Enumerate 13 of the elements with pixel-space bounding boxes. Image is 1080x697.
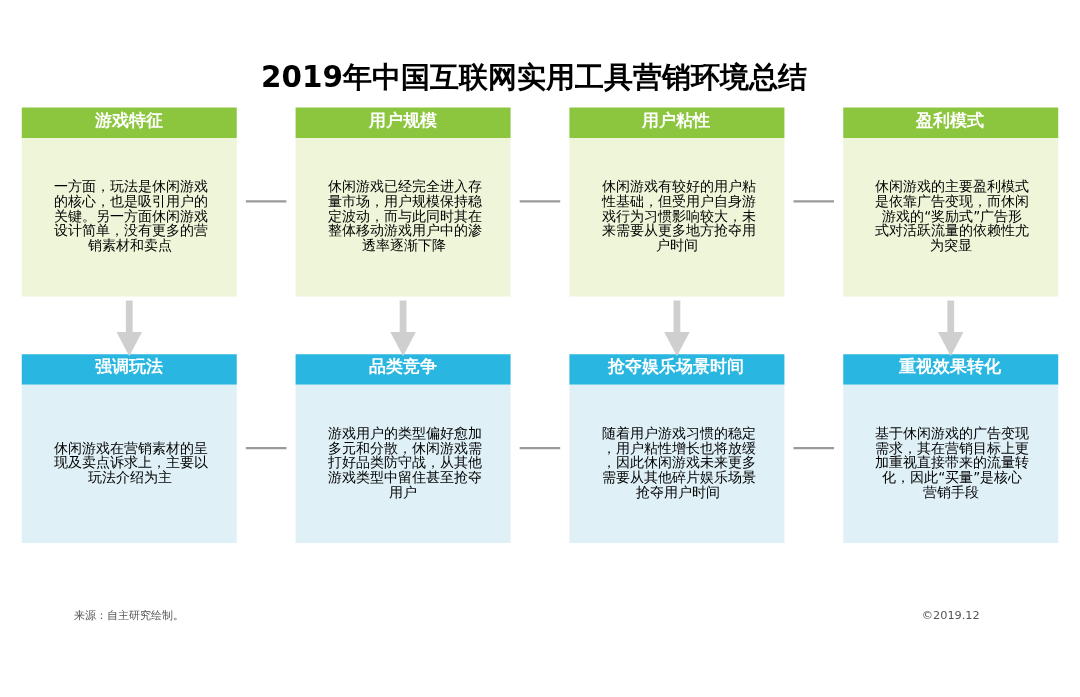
- arrow: [664, 300, 690, 357]
- connector: [519, 446, 561, 450]
- arrow: [938, 300, 964, 357]
- connector: [245, 200, 287, 203]
- connector: [793, 446, 835, 450]
- diagram-title: 2019年中国互联网实用工具营销环境总结: [261, 60, 807, 95]
- connector: [245, 446, 287, 450]
- label: ©2019.12: [921, 608, 980, 622]
- connector: [519, 200, 561, 203]
- connector: [793, 200, 835, 203]
- label: 来源：自主研究绘制。: [74, 608, 185, 622]
- arrow: [116, 300, 142, 357]
- arrow: [390, 300, 416, 357]
